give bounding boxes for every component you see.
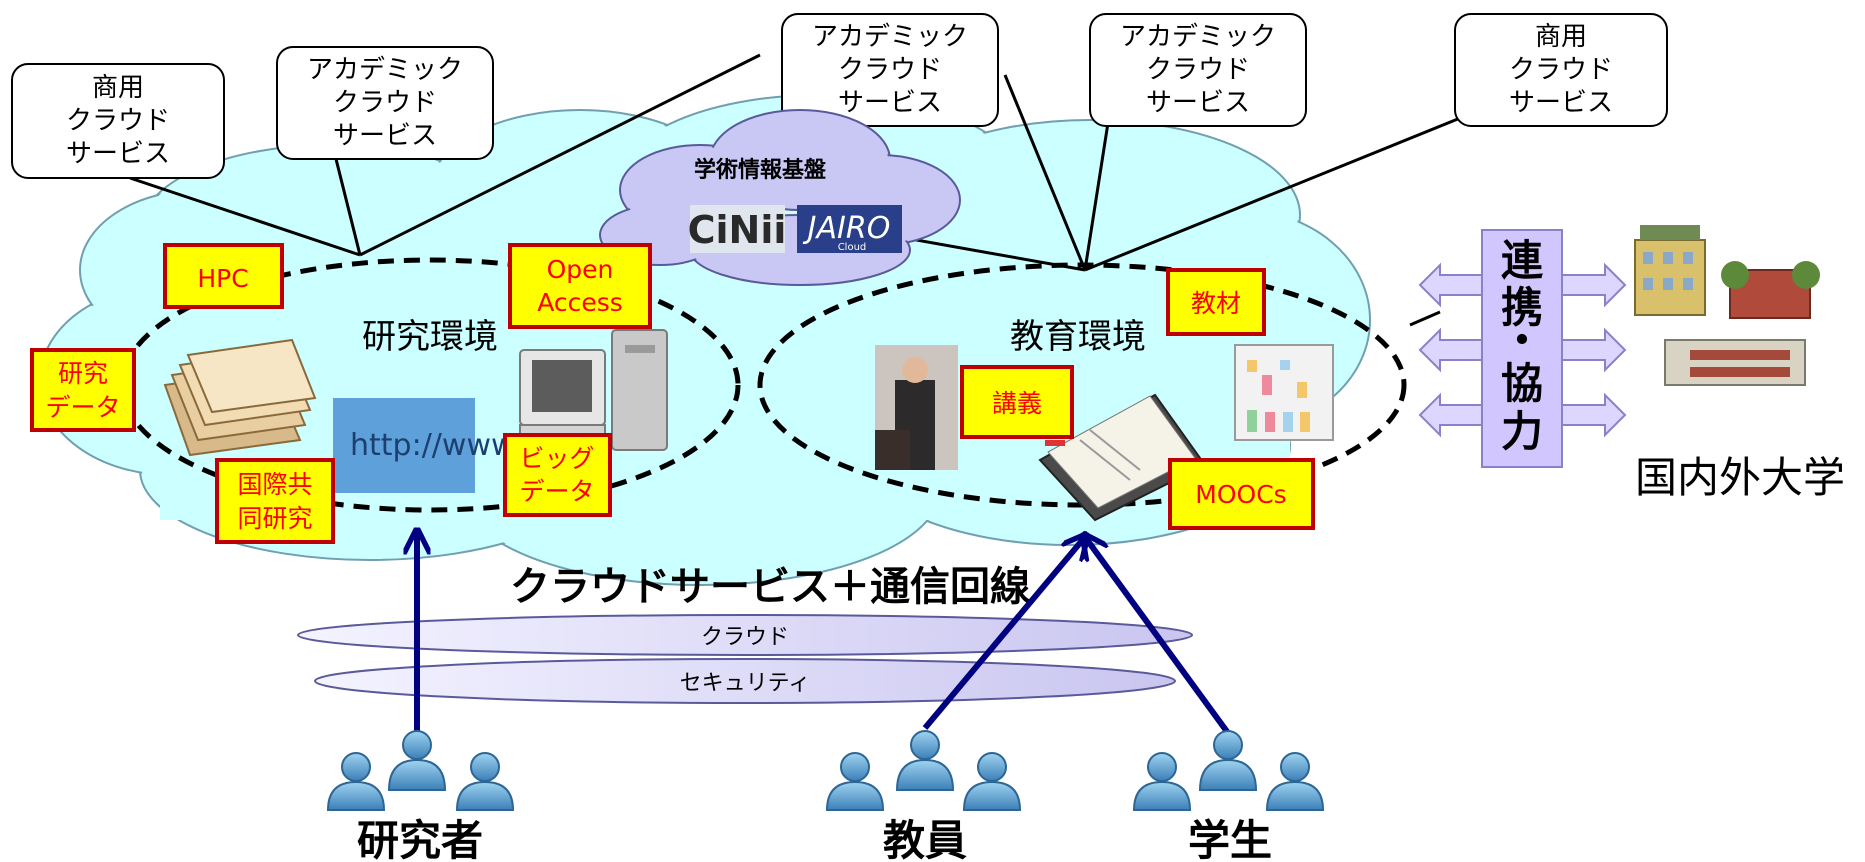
svg-text:クラウド: クラウド (838, 55, 942, 85)
svg-text:MOOCs: MOOCs (1195, 480, 1286, 509)
collab-char-5: 力 (1501, 407, 1543, 456)
tag-research-data: 研究 データ (30, 348, 136, 432)
svg-text:サービス: サービス (1509, 88, 1613, 118)
svg-text:Access: Access (537, 288, 623, 317)
service-box-commercial-left: 商用 クラウド サービス (11, 63, 225, 179)
academic-info-title: 学術情報基盤 (694, 157, 827, 183)
service-box-commercial-right: 商用 クラウド サービス (1454, 13, 1668, 127)
cloud-layer: クラウド (297, 614, 1193, 656)
academic-info-cloud: 学術情報基盤 CiNii JAIRO Cloud (599, 109, 961, 286)
collab-char-3: ・ (1501, 316, 1543, 365)
faculty-group (825, 730, 1022, 811)
svg-text:http://www: http://www (350, 428, 516, 463)
tag-hpc: HPC (163, 243, 284, 309)
tag-intl-research: 国際共 同研究 (215, 458, 335, 544)
collab-char-4: 協 (1501, 359, 1543, 408)
svg-text:セキュリティ: セキュリティ (680, 671, 811, 696)
svg-text:講義: 講義 (992, 389, 1042, 418)
svg-text:サービス: サービス (838, 88, 942, 118)
collab-arrows: 連 携 ・ 協 力 (1418, 229, 1627, 468)
universities-label: 国内外大学 (1635, 453, 1845, 502)
collab-char-2: 携 (1501, 283, 1543, 332)
service-box-academic-3: アカデミック クラウド サービス (1089, 13, 1307, 127)
tag-moocs: MOOCs (1168, 458, 1315, 530)
svg-text:同研究: 同研究 (237, 504, 312, 533)
university-buildings (1634, 225, 1820, 386)
service-box-academic-2: アカデミック クラウド サービス (781, 13, 999, 127)
tag-big-data: ビッグ データ (503, 433, 612, 517)
svg-text:データ: データ (519, 477, 594, 506)
faculty-label: 教員 (883, 816, 967, 862)
svg-text:サービス: サービス (333, 121, 437, 151)
svg-text:クラウド: クラウド (333, 88, 437, 118)
svg-text:商用: 商用 (92, 73, 144, 103)
security-layer: セキュリティ (314, 658, 1176, 704)
svg-text:HPC: HPC (197, 264, 248, 293)
education-environment-title: 教育環境 (1010, 317, 1146, 357)
svg-text:ビッグ: ビッグ (519, 444, 594, 473)
researchers-group (326, 730, 515, 811)
svg-text:クラウド: クラウド (1509, 55, 1613, 85)
folders-image (163, 338, 317, 457)
calendar-board-image (1234, 344, 1334, 441)
http-image: http://www (333, 398, 516, 493)
students-label: 学生 (1188, 816, 1272, 862)
svg-text:研究: 研究 (58, 359, 108, 388)
tag-lecture: 講義 (960, 365, 1074, 439)
svg-text:国際共: 国際共 (237, 470, 312, 499)
research-environment-title: 研究環境 (362, 317, 498, 357)
svg-text:商用: 商用 (1535, 22, 1587, 52)
service-box-academic-1: アカデミック クラウド サービス (276, 46, 494, 160)
svg-text:CiNii: CiNii (688, 208, 787, 252)
tag-open-access: Open Access (508, 243, 652, 329)
jairo-logo: JAIRO Cloud (797, 205, 902, 253)
svg-text:教材: 教材 (1191, 289, 1241, 318)
svg-text:サービス: サービス (66, 139, 170, 169)
svg-text:JAIRO: JAIRO (803, 211, 891, 246)
svg-text:アカデミック: アカデミック (812, 22, 968, 52)
researchers-label: 研究者 (357, 816, 483, 862)
user-access-arrows (417, 533, 1231, 750)
tag-materials: 教材 (1166, 268, 1266, 336)
svg-text:データ: データ (45, 393, 120, 422)
service-connector-lines (129, 53, 1481, 327)
planner-image (1038, 393, 1207, 522)
svg-text:サービス: サービス (1146, 88, 1250, 118)
students-group (1132, 730, 1325, 811)
collab-char-1: 連 (1501, 236, 1544, 285)
lecturer-photo (875, 345, 958, 470)
svg-text:クラウド: クラウド (701, 625, 789, 650)
svg-text:クラウド: クラウド (1146, 55, 1250, 85)
svg-text:クラウド: クラウド (66, 106, 170, 136)
svg-text:アカデミック: アカデミック (1120, 22, 1276, 52)
cinii-logo: CiNii (688, 205, 787, 253)
svg-text:Cloud: Cloud (838, 242, 867, 253)
svg-text:Open: Open (547, 255, 614, 284)
svg-text:アカデミック: アカデミック (307, 55, 463, 85)
cloud-service-label: クラウドサービス＋通信回線 (510, 564, 1030, 610)
